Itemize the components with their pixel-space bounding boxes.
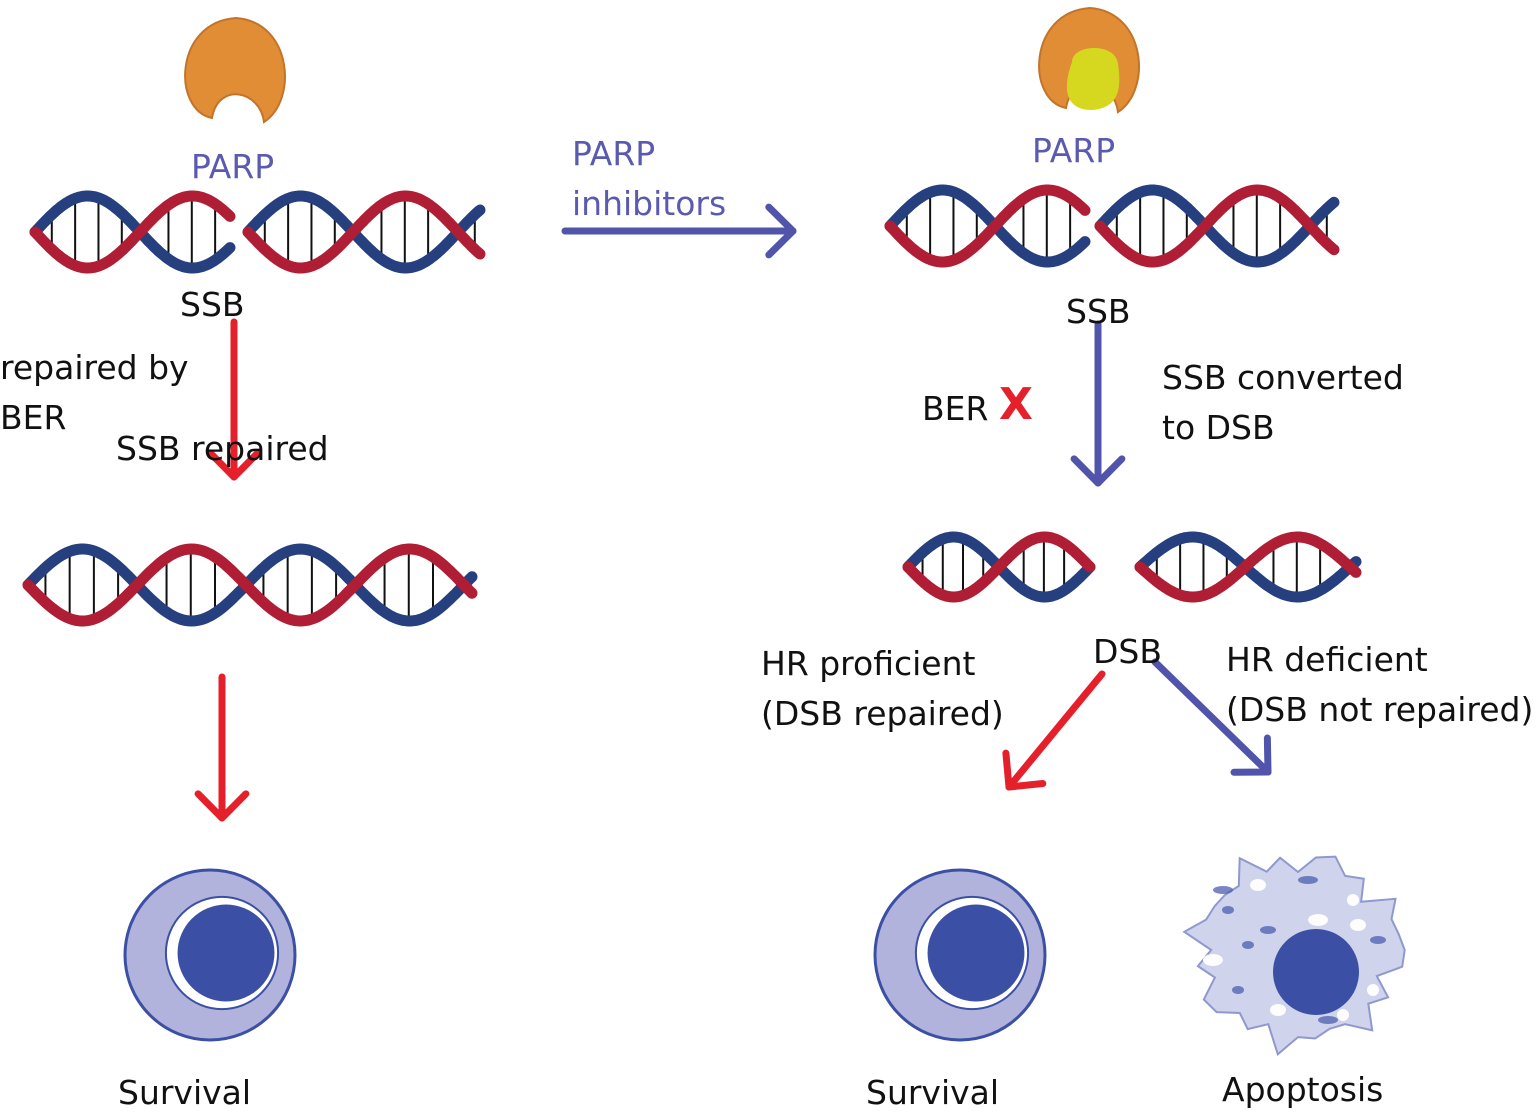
right-parp-label: PARP [1032,131,1116,170]
apoptotic-fragment [1318,1016,1338,1024]
left-parp-enzyme [184,16,286,124]
apoptotic-fragment [1232,986,1244,994]
dna-strand-red [242,190,486,274]
arrow-head [765,203,797,259]
apoptotic-fragment [1270,1004,1286,1016]
apoptotic-fragment [1250,879,1266,891]
apoptotic-fragment [1222,906,1234,914]
apoptotic-fragment [1347,894,1359,906]
inhibitor-arrow [561,203,797,259]
dna-strand-blue [29,190,236,274]
right-parp-inhibited [1038,6,1140,114]
dna-strand-red [1134,531,1362,603]
left-survival-label: Survival [118,1073,252,1112]
apoptotic-fragment [1308,914,1328,926]
left-ssb-label: SSB [180,285,245,324]
right-arrow-conversion [1070,320,1126,487]
parp-protein [184,16,286,124]
left-dna-ssb-part1 [29,190,236,274]
apoptotic-fragment [1367,984,1379,996]
ber-blocked-mark: X [999,379,1033,430]
cell-nucleus [927,904,1025,1002]
apoptotic-fragment [1350,919,1366,931]
left-ssb-repaired-label: SSB repaired [116,429,329,468]
apoptotic-fragment [1298,876,1318,884]
left-repair-label: repaired by BER [0,348,189,437]
hr-proficient-label: HR proficient (DSB repaired) [761,644,1004,733]
arrow-head [194,790,250,822]
left-dna-ssb-part2 [242,190,486,274]
dna-strand-red [884,184,1091,268]
right-dna-dsb-fragment-left [902,531,1096,603]
apoptotic-fragment [1370,936,1386,944]
dsb-label: DSB [1093,632,1162,671]
parp-inhibitors-label: PARP inhibitors [572,134,727,223]
right-ssb-label: SSB [1066,292,1131,331]
left-arrow-repair [206,318,262,481]
arrow-shaft [1151,658,1272,776]
arrow-head [1070,455,1126,487]
dna-strand-red [1094,184,1340,268]
apoptotic-fragment [1337,1009,1349,1021]
left-dna-repaired [22,543,478,627]
apoptotic-fragment [1260,926,1276,934]
apoptosis-label: Apoptosis [1222,1070,1384,1109]
right-survival-label: Survival [866,1073,1000,1112]
apoptotic-cell [1182,855,1406,1057]
apoptotic-nucleus [1273,929,1359,1015]
arrow-shaft [1005,670,1106,791]
parp-inhibitor-molecule [1066,48,1120,110]
left-survival-cell [123,868,297,1042]
right-dna-ssb-part1 [884,184,1091,268]
right-ber-label: BER [922,389,989,428]
dna-strand-blue [884,184,1091,268]
right-dna-ssb-part2 [1094,184,1340,268]
arrow-head [1230,734,1272,776]
arrow-head [1002,749,1047,791]
dna-strand-blue [242,190,486,274]
apoptotic-fragment [1213,886,1233,894]
hr-proficient-arrow [1002,670,1106,791]
dna-strand-red [22,543,478,627]
dna-strand-blue [22,543,478,627]
right-survival-cell [873,868,1047,1042]
left-arrow-survival [194,673,250,822]
dna-strand-blue [1094,184,1340,268]
apoptotic-fragment [1242,941,1254,949]
right-dna-dsb-fragment-right [1134,531,1362,603]
apoptotic-fragment [1203,954,1223,966]
cell-nucleus [177,904,275,1002]
dna-strand-red [902,531,1096,603]
ssb-converted-label: SSB converted to DSB [1162,358,1404,447]
arrow-head [206,449,262,481]
hr-deficient-label: HR deficient (DSB not repaired) [1226,640,1534,729]
dna-strand-red [29,190,236,274]
hr-deficient-arrow [1151,658,1272,776]
left-parp-label: PARP [191,147,275,186]
